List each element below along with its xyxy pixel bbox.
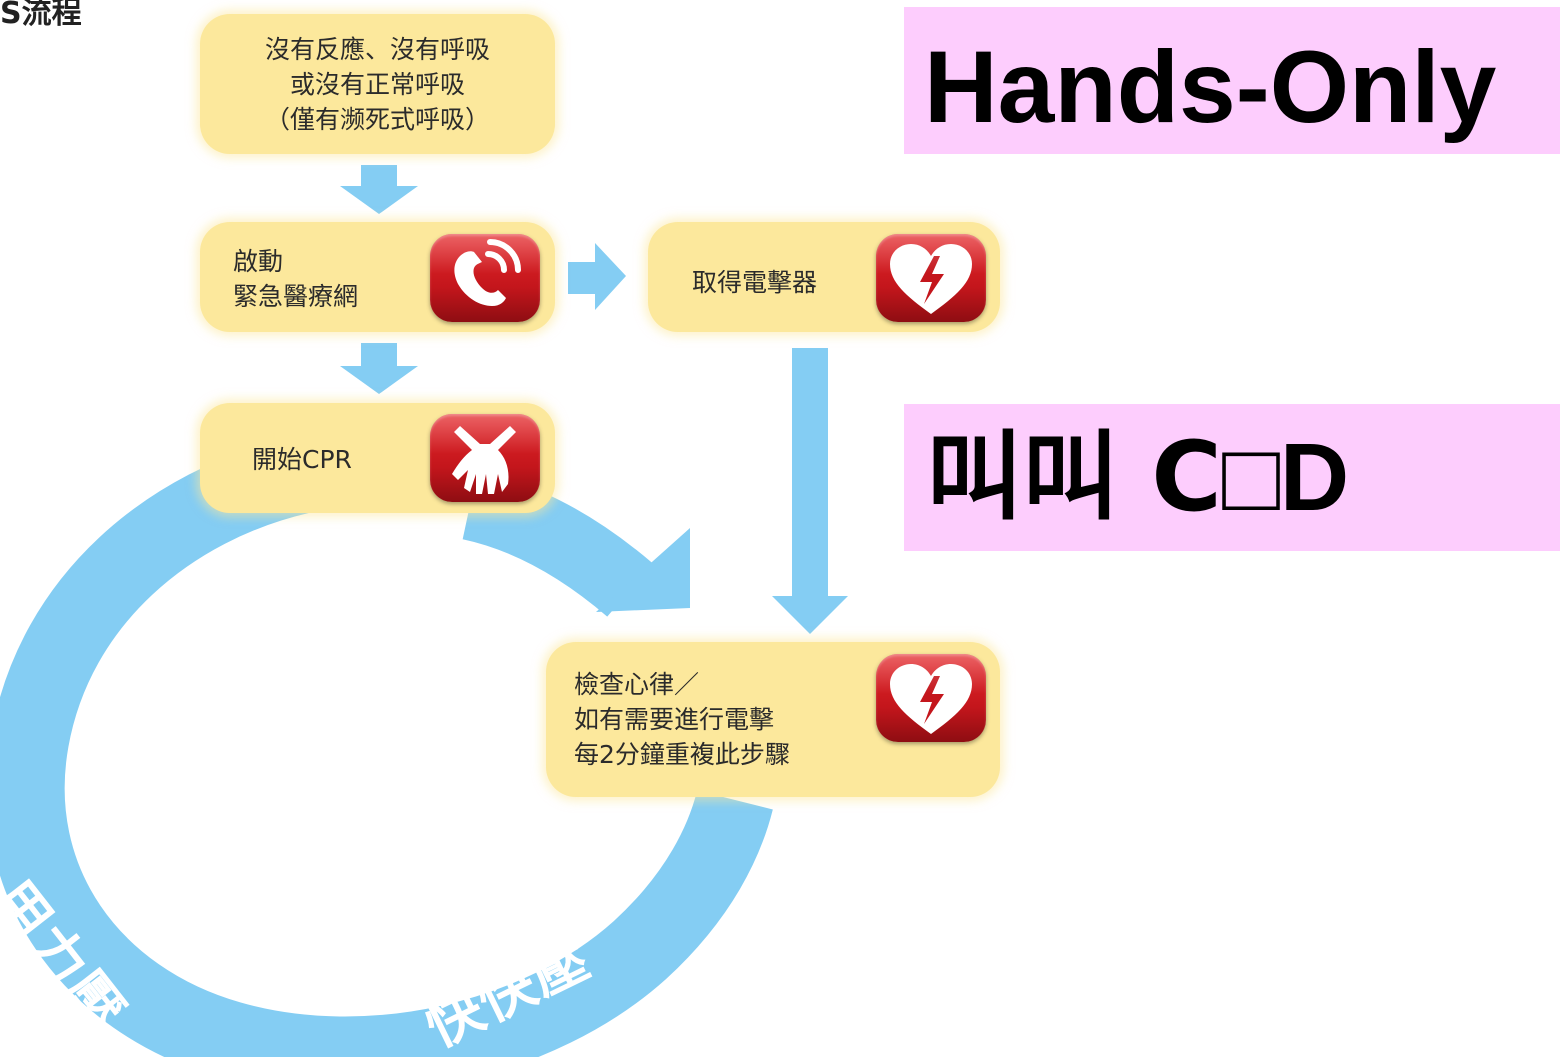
call-cd-missing-glyph: □ bbox=[1221, 424, 1280, 531]
step-check-rhythm-line-3: 每2分鐘重複此步驟 bbox=[574, 740, 790, 769]
heart-shock-icon bbox=[876, 234, 986, 322]
step-check-rhythm-text: 檢查心律／ 如有需要進行電擊 每2分鐘重複此步驟 bbox=[574, 667, 790, 772]
step-check-rhythm-line-1: 檢查心律／ bbox=[574, 670, 700, 699]
hands-compression-icon bbox=[430, 414, 540, 502]
arrow-right bbox=[568, 243, 626, 310]
arrow-down-1 bbox=[340, 165, 418, 214]
arrow-down-2 bbox=[340, 343, 418, 394]
section-title: S流程 bbox=[0, 0, 82, 31]
step-no-response-line-3: （僅有濒死式呼吸） bbox=[264, 105, 490, 134]
step-no-response-text: 沒有反應、沒有呼吸 或沒有正常呼吸 （僅有濒死式呼吸） bbox=[200, 32, 555, 137]
call-cd-panel bbox=[904, 404, 1560, 551]
step-start-cpr-label: 開始CPR bbox=[252, 445, 352, 474]
step-get-aed-label: 取得電擊器 bbox=[692, 268, 818, 297]
step-no-response-box bbox=[200, 14, 555, 154]
step-no-response-line-1: 沒有反應、沒有呼吸 bbox=[264, 35, 490, 64]
call-cd-tail: D bbox=[1279, 424, 1350, 531]
phone-icon bbox=[430, 234, 540, 322]
step-activate-ems-line-2: 緊急醫療網 bbox=[233, 282, 359, 311]
call-cd-title: 叫叫 C□D bbox=[926, 418, 1349, 537]
cycle-arrowhead bbox=[596, 528, 690, 612]
step-no-response-line-2: 或沒有正常呼吸 bbox=[289, 70, 465, 99]
arrow-down-aed bbox=[772, 348, 848, 634]
hands-only-panel bbox=[904, 7, 1560, 154]
step-activate-ems-line-1: 啟動 bbox=[233, 247, 284, 276]
step-check-rhythm-line-2: 如有需要進行電擊 bbox=[574, 705, 775, 734]
step-activate-ems-text: 啟動 緊急醫療網 bbox=[233, 244, 358, 314]
heart-shock-icon bbox=[876, 654, 986, 742]
call-cd-text: 叫叫 C bbox=[926, 421, 1222, 533]
hands-only-title: Hands-Only bbox=[924, 30, 1497, 144]
